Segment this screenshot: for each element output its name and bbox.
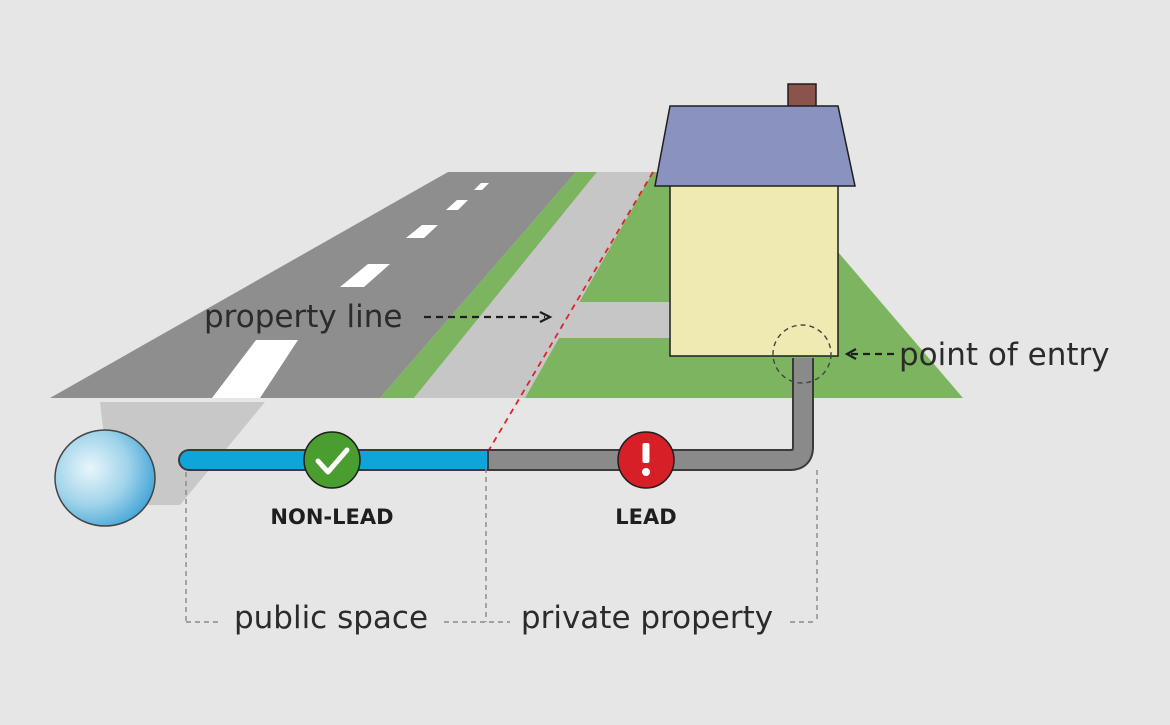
property-line-label: property line [204, 299, 403, 335]
road [50, 172, 576, 398]
grass-strip [380, 172, 597, 398]
main-pipe-opening [54, 429, 156, 527]
lead-badge [617, 431, 675, 489]
check-icon [315, 447, 350, 475]
walkway [548, 302, 670, 338]
non-lead-badge [303, 431, 361, 489]
sidewalk [414, 172, 653, 398]
point-of-entry-marker [772, 324, 832, 384]
house-wall [669, 177, 839, 357]
exclamation-icon [642, 443, 650, 476]
point-of-entry-label: point of entry [899, 337, 1110, 373]
lead-label: LEAD [615, 505, 676, 529]
public-space-label: public space [234, 600, 428, 636]
non-lead-label: NON-LEAD [270, 505, 393, 529]
roof [654, 105, 856, 187]
private-property-label: private property [521, 600, 773, 636]
region-brackets [185, 468, 818, 623]
lane-markings [212, 183, 489, 398]
